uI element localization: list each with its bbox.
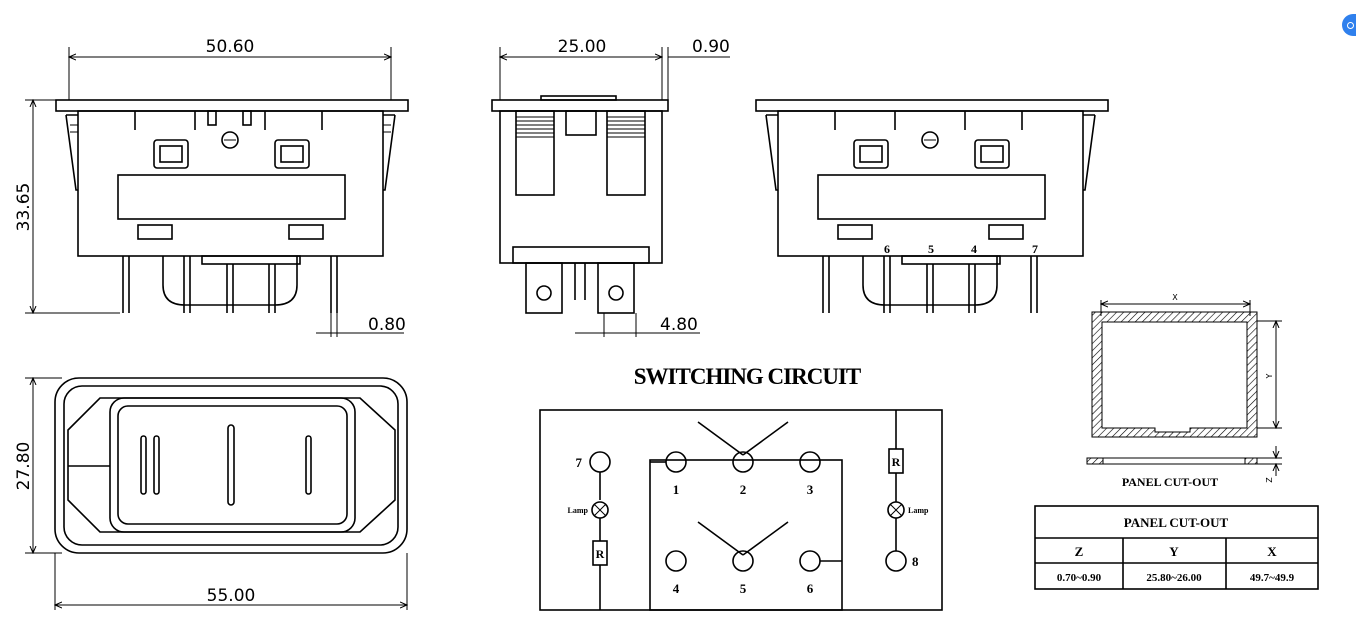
- dim-side-flange: 0.90: [692, 37, 730, 57]
- cutout-caption: PANEL CUT-OUT: [1122, 475, 1218, 489]
- table-header: Y: [1169, 544, 1179, 559]
- dim-pin-width: 0.80: [368, 315, 406, 335]
- switching-circuit: SWITCHING CIRCUIT 1 2 3 4 5 6 7 Lamp R: [539, 364, 943, 611]
- table-title: PANEL CUT-OUT: [1124, 515, 1229, 530]
- dim-front-width: 50.60: [206, 37, 255, 57]
- table-cell: 49.7~49.9: [1250, 572, 1295, 584]
- right-front-view: 6 5 4 7: [755, 99, 1109, 313]
- cutout-x-label: X: [1172, 293, 1178, 302]
- table-cell: 25.80~26.00: [1146, 572, 1202, 584]
- lamp-label: Lamp: [908, 506, 929, 515]
- terminal-label: 4: [673, 581, 680, 596]
- top-view: 27.80 55.00: [14, 378, 407, 610]
- terminal-label: 2: [740, 482, 747, 497]
- dim-front-height: 33.65: [14, 183, 34, 232]
- table-header: X: [1267, 544, 1277, 559]
- cutout-z-label: Z: [1265, 477, 1274, 483]
- dim-side-width: 25.00: [558, 37, 607, 57]
- dim-top-height: 27.80: [14, 442, 34, 491]
- pin-label: 4: [971, 242, 977, 256]
- circuit-title: SWITCHING CIRCUIT: [634, 364, 861, 389]
- terminal-label: 5: [740, 581, 747, 596]
- resistor-label: R: [596, 547, 605, 561]
- terminal-label: 1: [673, 482, 680, 497]
- terminal-label: 8: [912, 554, 919, 569]
- pin-label: 5: [928, 242, 934, 256]
- cutout-y-label: Y: [1265, 373, 1274, 379]
- resistor-label: R: [892, 455, 901, 469]
- terminal-label: 7: [576, 455, 583, 470]
- lamp-label: Lamp: [568, 506, 589, 515]
- front-view: 50.60 33.65: [14, 37, 409, 337]
- table-cell: 0.70~0.90: [1057, 572, 1102, 584]
- dim-pin-pitch: 4.80: [660, 315, 698, 335]
- pin-label: 6: [884, 242, 890, 256]
- side-view: 25.00 0.90 4.80: [491, 37, 730, 337]
- floating-assistant-icon[interactable]: [1342, 14, 1356, 36]
- terminal-label: 3: [807, 482, 814, 497]
- pin-label: 7: [1032, 242, 1038, 256]
- terminal-label: 6: [807, 581, 814, 596]
- dim-top-width: 55.00: [207, 586, 256, 606]
- panel-cutout: X Y Z PANEL CUT-OUT PANEL CUT-OUT Z Y X …: [1034, 293, 1319, 590]
- table-header: Z: [1075, 544, 1084, 559]
